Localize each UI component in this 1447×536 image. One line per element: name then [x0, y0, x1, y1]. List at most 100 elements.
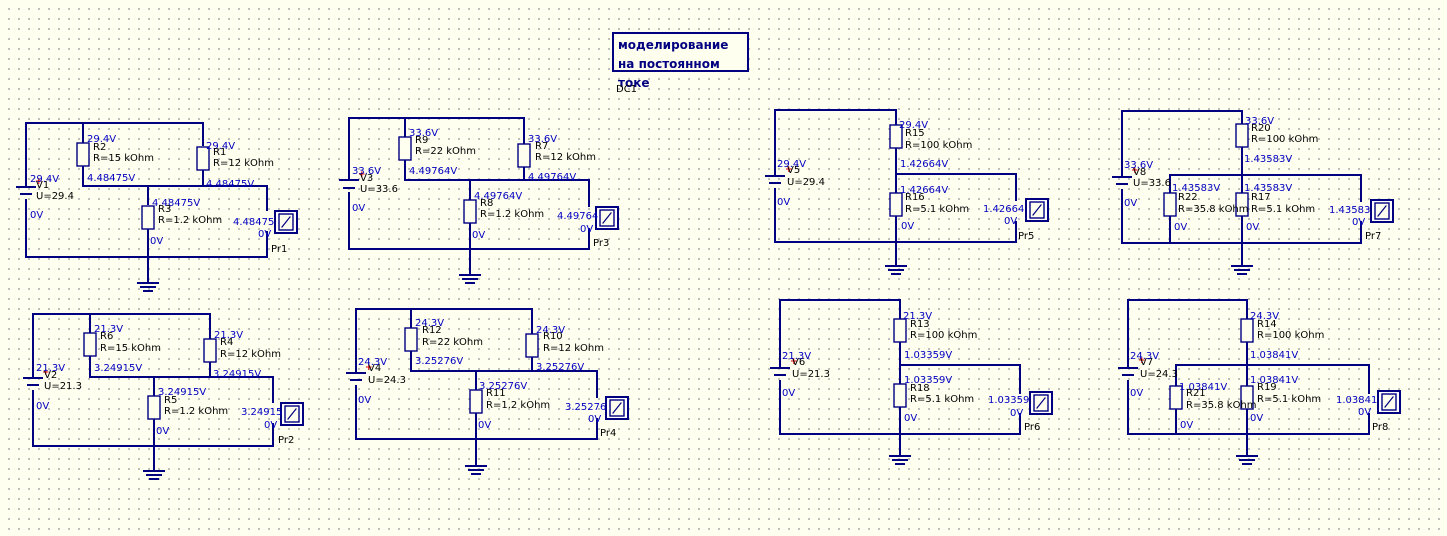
probe-icon[interactable] [605, 396, 629, 420]
resistor-value: R=1.2 kOhm [158, 215, 222, 226]
source-name: V3 [360, 173, 373, 184]
resistor-icon[interactable] [76, 142, 90, 167]
resistor-icon[interactable] [517, 143, 531, 168]
resistor-icon[interactable] [398, 136, 412, 161]
dc-simulation-block[interactable]: моделирование на постоянном токе [612, 32, 749, 90]
resistor-name: R5 [164, 395, 177, 406]
probe-icon[interactable] [1370, 199, 1394, 223]
node-voltage: 21.3V [782, 351, 811, 362]
resistor-name: R20 [1251, 123, 1271, 134]
resistor-value: R=100 kOhm [905, 140, 972, 151]
node-voltage: 1.43583V [1244, 154, 1292, 165]
node-voltage: 24.3V [1130, 351, 1159, 362]
source-value: U=33.6 [360, 184, 398, 195]
node-voltage: 4.48475V [87, 173, 135, 184]
source-name: V6 [792, 357, 805, 368]
resistor-icon[interactable] [404, 327, 418, 352]
battery-icon[interactable] [346, 372, 366, 381]
resistor-value: R=100 kOhm [910, 330, 977, 341]
simulation-title-line2: на постоянном токе [618, 57, 720, 90]
resistor-icon[interactable] [469, 389, 483, 414]
battery-icon[interactable] [765, 175, 785, 184]
resistor-name: R13 [910, 319, 930, 330]
circuit-pr8: + V7 U=24.3 24.3V 0V 24.3V R14 R=100 kOh… [1118, 299, 1401, 465]
resistor-value: R=1.2 kOhm [486, 400, 550, 411]
source-value: U=33.6 [1133, 178, 1171, 189]
resistor-icon[interactable] [893, 383, 907, 408]
probe-icon[interactable] [280, 402, 304, 426]
ground-icon [1231, 265, 1253, 275]
resistor-name: R15 [905, 128, 925, 139]
ground-voltage: 0V [777, 197, 790, 208]
probe-name: Pr2 [278, 435, 294, 446]
ground-voltage: 0V [36, 401, 49, 412]
ground-voltage: 0V [782, 388, 795, 399]
probe-ground-voltage: 0V [1010, 408, 1023, 419]
ground-voltage: 0V [352, 203, 365, 214]
node-voltage: 24.3V [1250, 311, 1279, 322]
probe-icon[interactable] [1029, 391, 1053, 415]
source-name: V8 [1133, 167, 1146, 178]
node-voltage: 33.6V [352, 166, 381, 177]
resistor-icon[interactable] [463, 199, 477, 224]
battery-icon[interactable] [23, 377, 43, 386]
node-voltage: 3.24915V [158, 387, 206, 398]
probe-icon[interactable] [274, 210, 298, 234]
battery-icon[interactable] [1118, 367, 1138, 376]
battery-icon[interactable] [770, 367, 790, 376]
source-value: U=24.3 [368, 375, 406, 386]
probe-icon[interactable] [595, 206, 619, 230]
ground-voltage: 0V [478, 420, 491, 431]
resistor-name: R1 [213, 147, 226, 158]
resistor-icon[interactable] [893, 318, 907, 343]
resistor-icon[interactable] [1235, 192, 1249, 217]
resistor-value: R=35.8 kOhm [1186, 400, 1257, 411]
ground-icon [459, 274, 481, 284]
resistor-icon[interactable] [196, 146, 210, 171]
node-voltage: 1.03841V [1250, 350, 1298, 361]
resistor-icon[interactable] [1235, 123, 1249, 148]
resistor-icon[interactable] [141, 205, 155, 230]
probe-ground-voltage: 0V [258, 229, 271, 240]
source-name: V4 [368, 363, 381, 374]
resistor-value: R=1.2 kOhm [480, 209, 544, 220]
resistor-value: R=5.1 kOhm [1257, 394, 1321, 405]
node-voltage: 3.25276V [415, 356, 463, 367]
battery-icon[interactable] [16, 186, 36, 195]
resistor-icon[interactable] [83, 332, 97, 357]
probe-icon[interactable] [1377, 390, 1401, 414]
resistor-icon[interactable] [1169, 385, 1183, 410]
node-voltage: 33.6V [1124, 160, 1153, 171]
resistor-name: R6 [100, 331, 113, 342]
ground-icon [889, 455, 911, 465]
source-value: U=21.3 [44, 381, 82, 392]
resistor-icon[interactable] [203, 338, 217, 363]
resistor-icon[interactable] [525, 333, 539, 358]
probe-name: Pr8 [1372, 422, 1388, 433]
resistor-name: R22 [1178, 192, 1198, 203]
resistor-icon[interactable] [147, 395, 161, 420]
node-voltage: 4.49764V [409, 166, 457, 177]
probe-name: Pr4 [600, 428, 616, 439]
battery-icon[interactable] [1112, 176, 1132, 185]
probe-icon[interactable] [1025, 198, 1049, 222]
svg-text:+: + [1131, 166, 1139, 176]
circuit-pr7: + V8 U=33.6 33.6V 0V 33.6V R20 R=100 kOh… [1112, 110, 1394, 275]
resistor-icon[interactable] [889, 124, 903, 149]
resistor-name: R18 [910, 383, 930, 394]
resistor-icon[interactable] [1163, 192, 1177, 217]
node-voltage: 33.6V [1245, 116, 1274, 127]
battery-icon[interactable] [339, 179, 359, 189]
probe-name: Pr1 [271, 244, 287, 255]
resistor-icon[interactable] [889, 192, 903, 217]
ground-voltage: 0V [150, 236, 163, 247]
source-value: U=24.3 [1140, 369, 1178, 380]
node-voltage: 1.03841V [1179, 382, 1227, 393]
resistor-icon[interactable] [1240, 318, 1254, 343]
node-voltage: 3.25276V [536, 362, 584, 373]
probe-ground-voltage: 0V [1352, 217, 1365, 228]
node-voltage: 21.3V [903, 311, 932, 322]
resistor-value: R=100 kOhm [1251, 134, 1318, 145]
svg-text:+: + [785, 165, 793, 175]
resistor-icon[interactable] [1240, 385, 1254, 410]
